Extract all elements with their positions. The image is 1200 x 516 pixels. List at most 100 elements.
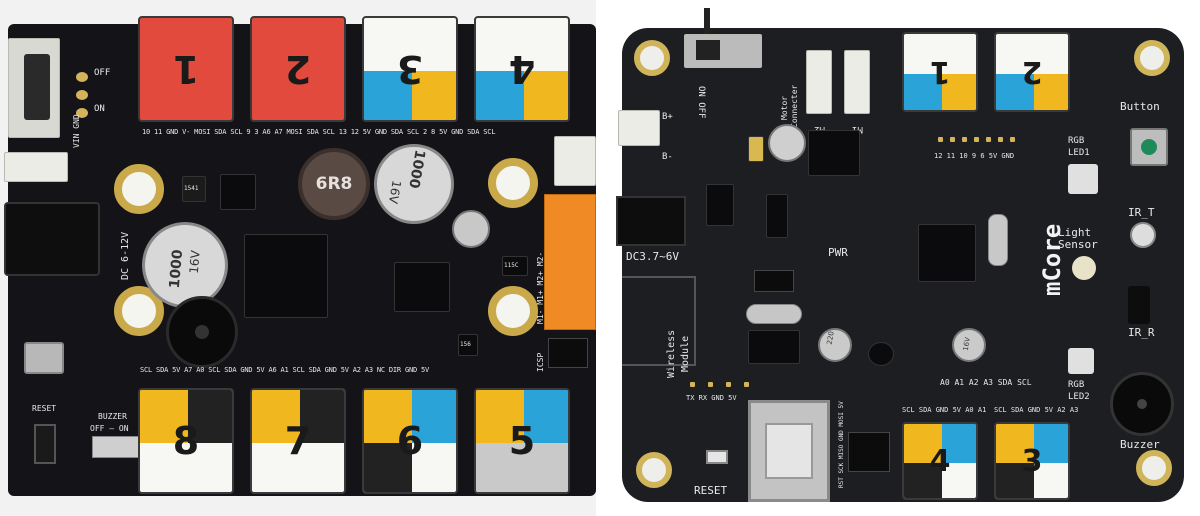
port-4: 4 [474, 16, 570, 122]
motor-driver-chip [394, 262, 450, 312]
rgb-led-2 [1068, 348, 1094, 374]
mounting-hole [1134, 40, 1170, 76]
port-color-grey [476, 443, 568, 492]
spi-header [848, 432, 890, 472]
port-color-blue [412, 390, 456, 443]
spi-labels: RST SCK MISO GND MOSI 5V [838, 401, 845, 488]
rgb-led-1 [1068, 164, 1098, 194]
port-color-black [364, 443, 412, 492]
port-1: 1 [902, 32, 978, 112]
icsp-label: ICSP [536, 352, 545, 372]
capacitor-left: 1000 16V [142, 222, 228, 308]
rgb2-label-a: RGB [1068, 380, 1085, 390]
mounting-hole [636, 452, 672, 488]
ir-t-label: IR_T [1128, 206, 1155, 219]
switch-pin [76, 72, 88, 82]
on-off-label: ON OFF [696, 86, 706, 119]
port-color-yellow [412, 71, 456, 120]
capacitor-value: 1000 [405, 148, 428, 190]
mounting-hole [634, 40, 670, 76]
dc-jack [616, 196, 686, 246]
capacitor [768, 124, 806, 162]
cable [704, 8, 710, 38]
light-sensor [1072, 256, 1096, 280]
buzzer-hole [1137, 399, 1147, 409]
port-4: 4 [902, 422, 978, 500]
main-mcu-chip [244, 234, 328, 318]
icsp-header [548, 338, 588, 368]
ir-r-label: IR_R [1128, 326, 1155, 339]
rgb1-label-a: RGB [1068, 136, 1085, 146]
right-pcb: ON OFF Motor Connecter M2 M1 1 2 Button … [616, 8, 1184, 502]
port-color-yellow [140, 390, 188, 443]
switch-off-label: OFF [94, 68, 111, 78]
pin [998, 137, 1003, 142]
port-color-blue [904, 74, 942, 110]
reset-label: RESET [32, 404, 57, 413]
chip-label: 156 [460, 341, 471, 348]
cap-voltage: 16V [961, 336, 972, 352]
gold-component [748, 136, 764, 162]
digital-pin-labels: 12 11 10 9 6 5V GND [934, 152, 1015, 160]
sensor-label: Sensor [1058, 238, 1098, 251]
port-5: 5 [474, 388, 570, 494]
port-color-blue [524, 390, 568, 443]
left-pcb: OFF ON VIN GND DC 6-12V RESET BUZZER OFF… [4, 16, 596, 496]
button-cap [1141, 139, 1157, 155]
uart-labels: TX RX GND 5V [686, 394, 737, 402]
port-color-yellow [252, 390, 300, 443]
port4-pin-labels: SCL SDA GND 5V A0 A1 [902, 406, 987, 414]
small-chip [706, 184, 734, 226]
mounting-hole [488, 286, 538, 336]
port-3: 3 [362, 16, 458, 122]
wireless-header [754, 270, 794, 292]
regulator [766, 194, 788, 238]
main-mcu-chip [918, 224, 976, 282]
buzzer-hole [195, 325, 209, 339]
top-pin-labels: 10 11 GND V- MOSI SDA SCL 9 3 A6 A7 MOSI… [142, 128, 496, 136]
port-number: 6 [396, 419, 424, 463]
capacitor-small [452, 210, 490, 248]
port-6: 6 [362, 388, 458, 494]
mounting-hole [1136, 450, 1172, 486]
switch-pin [76, 90, 88, 100]
chip-1541: 1541 [182, 176, 206, 202]
buzzer [1110, 372, 1174, 436]
slide-switch [24, 54, 50, 120]
pin [726, 382, 731, 387]
motor-connector-label: Motor [780, 95, 789, 120]
usb-opening [765, 423, 813, 479]
ir-transmitter [1130, 222, 1156, 248]
port-1: 1 [138, 16, 234, 122]
capacitor-value: 1000 [166, 248, 187, 290]
left-photo: OFF ON VIN GND DC 6-12V RESET BUZZER OFF… [0, 0, 596, 516]
digital-pin-row [934, 132, 1016, 148]
pin [744, 382, 749, 387]
port-number: 3 [396, 47, 424, 91]
dc-label: DC 6-12V [120, 231, 131, 280]
wireless-module-outline [622, 276, 696, 366]
buzzer-label: Buzzer [1120, 438, 1160, 451]
switch-pin [76, 108, 88, 118]
chip-115c: 115C [502, 256, 528, 276]
port-3: 3 [994, 422, 1070, 500]
port-color-yellow [476, 390, 524, 443]
wireless-label: Wireless [666, 329, 677, 378]
pin [950, 137, 955, 142]
motor-connector-label-2: Connecter [790, 84, 799, 128]
cap-value: 220 [825, 330, 836, 346]
buzzer-label: BUZZER [98, 412, 127, 421]
uart-header [684, 378, 764, 392]
crystal [988, 214, 1008, 266]
usb-crystal [746, 304, 802, 324]
reset-button [706, 450, 728, 464]
capacitor-voltage: 16V [186, 249, 203, 275]
port-color-blue [364, 71, 412, 120]
port-number: 8 [172, 419, 200, 463]
bottom-pin-labels: SCL SDA 5V A7 A0 SCL SDA GND 5V A6 A1 SC… [140, 366, 430, 374]
capacitor-top: 1000 16V [374, 144, 454, 224]
port-number: 5 [508, 419, 536, 463]
pin [974, 137, 979, 142]
port-color-black [904, 463, 942, 498]
port-color-black [188, 390, 232, 443]
